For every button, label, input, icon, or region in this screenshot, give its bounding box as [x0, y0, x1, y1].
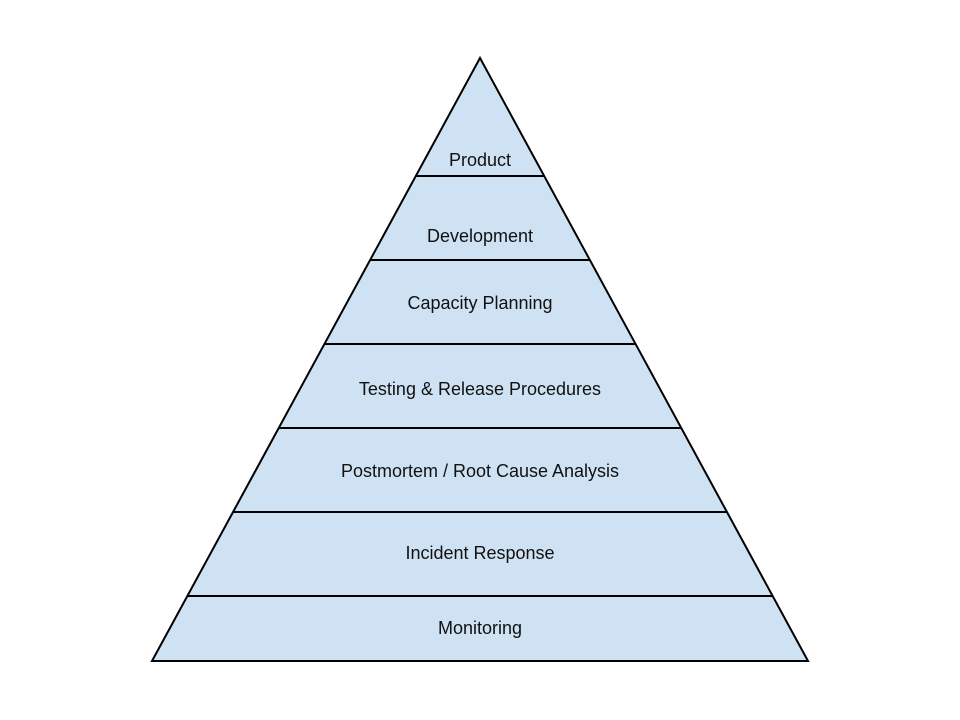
layer-testing-release-label: Testing & Release Procedures [359, 379, 601, 399]
pyramid-triangle [150, 55, 810, 662]
layer-monitoring-label: Monitoring [438, 618, 522, 638]
layer-incident-response-label: Incident Response [405, 543, 554, 563]
layer-product-label: Product [449, 150, 511, 170]
layer-capacity-planning-label: Capacity Planning [407, 293, 552, 313]
layer-development-label: Development [427, 226, 533, 246]
layer-postmortem-label: Postmortem / Root Cause Analysis [341, 461, 619, 481]
